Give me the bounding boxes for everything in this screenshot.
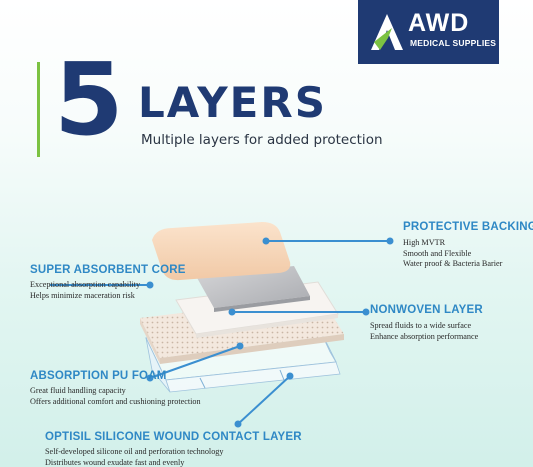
absorbent-core-title: SUPER ABSORBENT CORE xyxy=(30,264,186,276)
hero-tagline: Multiple layers for added protection xyxy=(141,132,383,148)
logo-name: AWD xyxy=(408,9,470,37)
pu-foam-title: ABSORPTION PU FOAM xyxy=(30,370,167,382)
absorbent-core-desc: Exceptional absorption capability Helps … xyxy=(30,280,140,301)
pointer-pu-foam xyxy=(149,345,241,379)
nonwoven-title: NONWOVEN LAYER xyxy=(370,304,483,316)
hero-number: 5 xyxy=(54,41,124,158)
logo-subtitle: MEDICAL SUPPLIES xyxy=(410,38,497,48)
desc-line: Great fluid handling capacity xyxy=(30,386,126,395)
desc-line: Smooth and Flexible xyxy=(403,248,472,258)
accent-bar xyxy=(37,62,40,157)
pu-foam-desc: Great fluid handling capacity Offers add… xyxy=(30,386,201,407)
desc-line: Self-developed silicone oil and perforat… xyxy=(45,447,224,456)
desc-line: Distributes wound exudate fast and evenl… xyxy=(45,457,185,467)
hero-heading: LAYERS xyxy=(138,78,327,127)
protective-backing-layer xyxy=(152,222,291,281)
desc-line: Offers additional comfort and cushioning… xyxy=(30,396,201,406)
desc-line: Enhance absorption performance xyxy=(370,331,479,341)
silicone-layer-title: OPTISIL SILICONE WOUND CONTACT LAYER xyxy=(45,431,302,443)
protective-backing-title: PROTECTIVE BACKING xyxy=(403,221,533,233)
brand-logo: AWD MEDICAL SUPPLIES xyxy=(358,0,499,64)
silicone-layer-desc: Self-developed silicone oil and perforat… xyxy=(45,447,223,467)
nonwoven-desc: Spread fluids to a wide surface Enhance … xyxy=(370,321,478,342)
desc-line: Helps minimize maceration risk xyxy=(30,290,135,300)
pointer-silicone xyxy=(237,375,291,425)
logo-mark-icon xyxy=(371,14,403,50)
pointer-dots xyxy=(146,237,394,428)
desc-line: High MVTR xyxy=(403,238,446,247)
pointer-lines xyxy=(50,240,390,425)
desc-line: Spread fluids to a wide surface xyxy=(370,321,472,330)
protective-backing-desc: High MVTR Smooth and Flexible Water proo… xyxy=(403,238,502,270)
desc-line: Exceptional absorption capability xyxy=(30,280,141,289)
desc-line: Water proof & Bacteria Barier xyxy=(403,259,503,268)
